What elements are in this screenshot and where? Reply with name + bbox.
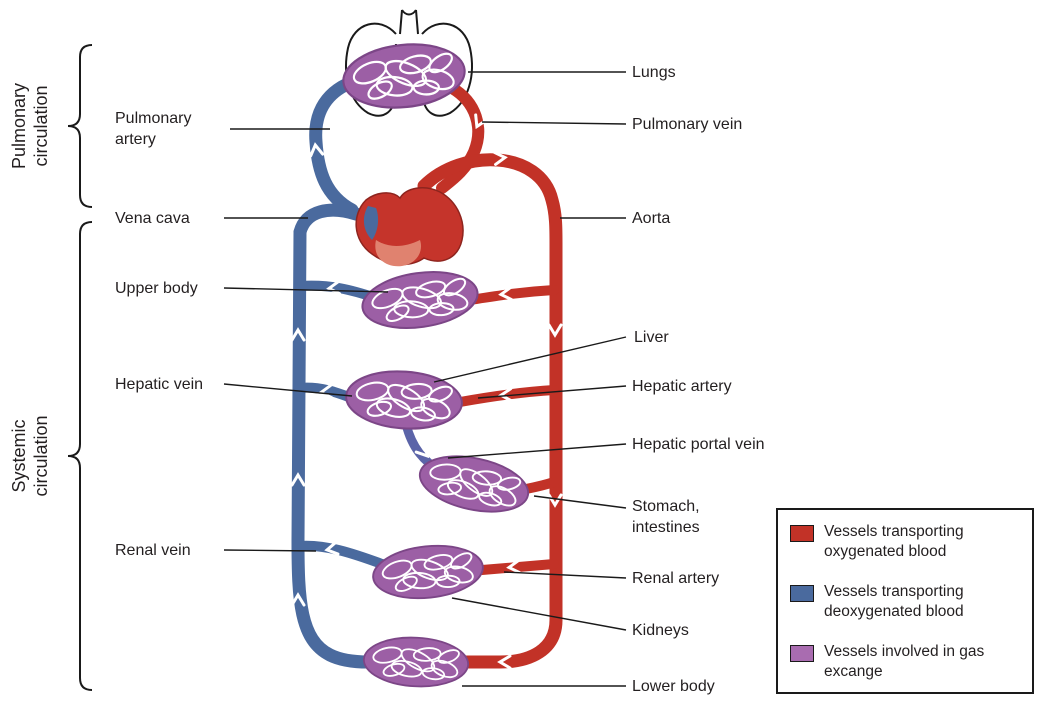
label-kidneys: Kidneys — [632, 622, 689, 639]
legend-label-oxygenated: Vessels transporting oxygenated blood — [824, 523, 964, 560]
systemic-circulation-line2: circulation — [31, 415, 51, 497]
renal-vein-vessel — [294, 540, 387, 569]
pulmonary-circulation-bracket — [67, 44, 93, 208]
vein-vessels — [291, 75, 387, 669]
renal-artery-vessel — [477, 559, 559, 575]
label-hepatic-portal-vein: Hepatic portal vein — [632, 436, 765, 453]
legend-label-gas-exchange: Vessels involved in gas excange — [824, 643, 985, 680]
systemic-circulation-bracket — [67, 221, 93, 691]
legend-swatch-deoxygenated — [790, 585, 814, 602]
label-renal-artery: Renal artery — [632, 570, 720, 587]
stomach-artery-branch — [521, 477, 559, 494]
legend-swatch-gas-exchange — [790, 645, 814, 662]
vena-cava-vessel — [291, 203, 375, 669]
pulmonary-vein-vessel — [436, 82, 485, 194]
kidneys-capillary-bed — [369, 539, 487, 605]
label-vena-cava: Vena cava — [115, 210, 190, 227]
label-upper-body: Upper body — [115, 280, 198, 297]
pulmonary-circulation-line2: circulation — [31, 85, 51, 167]
stomach-capillary-bed — [413, 446, 535, 522]
legend-item-oxygenated: Vessels transporting oxygenated blood — [790, 522, 1022, 562]
legend-label-deoxygenated: Vessels transporting deoxygenated blood — [824, 583, 964, 620]
aorta-vessel — [417, 153, 563, 669]
legend-item-deoxygenated: Vessels transporting deoxygenated blood — [790, 582, 1022, 622]
flow-arrows — [290, 113, 563, 670]
label-pulmonary-vein: Pulmonary vein — [632, 116, 743, 133]
pulmonary-circulation-line1: Pulmonary — [9, 82, 29, 170]
pulmonary-artery-vessel — [309, 75, 359, 217]
lower-body-capillary-bed — [361, 634, 471, 690]
label-liver: Liver — [634, 329, 669, 346]
label-renal-vein: Renal vein — [115, 542, 191, 559]
legend-item-gas-exchange: Vessels involved in gas excange — [790, 642, 1022, 682]
label-aorta: Aorta — [632, 210, 671, 227]
label-lungs: Lungs — [632, 64, 676, 81]
leader-lines — [223, 71, 627, 687]
upper-body-capillary-bed — [357, 264, 483, 336]
pulmonary-circulation-label: Pulmonary circulation — [8, 83, 52, 169]
systemic-circulation-line1: Systemic — [9, 419, 29, 493]
heart — [355, 186, 464, 267]
label-hepatic-artery: Hepatic artery — [632, 378, 732, 395]
label-hepatic-vein: Hepatic vein — [115, 376, 204, 393]
legend-swatch-oxygenated — [790, 525, 814, 542]
label-stomach-intestines: Stomach, intestines — [632, 498, 700, 536]
label-pulmonary-artery: Pulmonary artery — [115, 110, 192, 148]
hepatic-artery-vessel — [455, 385, 559, 407]
systemic-circulation-label: Systemic circulation — [8, 415, 52, 496]
legend: Vessels transporting oxygenated blood Ve… — [776, 508, 1034, 694]
liver-capillary-bed — [343, 366, 465, 434]
label-lower-body: Lower body — [632, 678, 715, 695]
lungs-capillary-bed — [339, 37, 469, 115]
